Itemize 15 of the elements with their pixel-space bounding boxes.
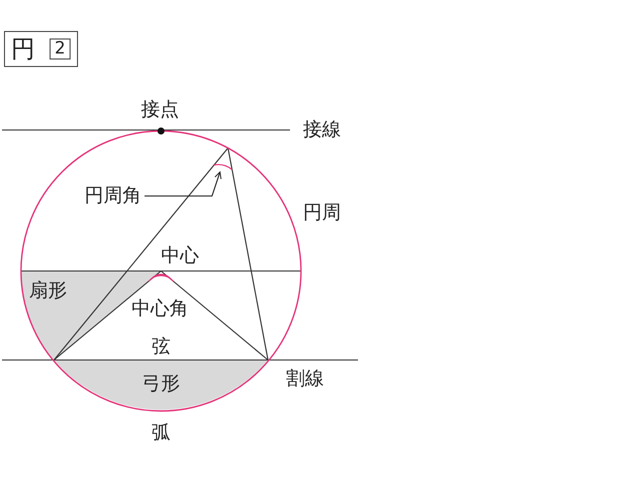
title: 円 bbox=[11, 37, 35, 61]
part-label: 中心角 bbox=[132, 300, 188, 318]
part-label: 弦 bbox=[152, 338, 170, 356]
leader-line bbox=[144, 172, 222, 197]
part-label: 接点 bbox=[141, 100, 179, 120]
part-label: 中心 bbox=[161, 246, 199, 266]
angle-label: 円周角 bbox=[84, 186, 142, 206]
part-label: 割線 bbox=[286, 370, 324, 388]
part-label: 弧 bbox=[152, 424, 170, 442]
part-label: 接線 bbox=[303, 120, 341, 140]
number-badge: 2 bbox=[50, 38, 70, 60]
angle-arc bbox=[214, 164, 232, 170]
part-label: 弓形 bbox=[142, 374, 180, 394]
part-label: 円周 bbox=[303, 204, 341, 222]
part-label: 扇形 bbox=[29, 282, 67, 300]
